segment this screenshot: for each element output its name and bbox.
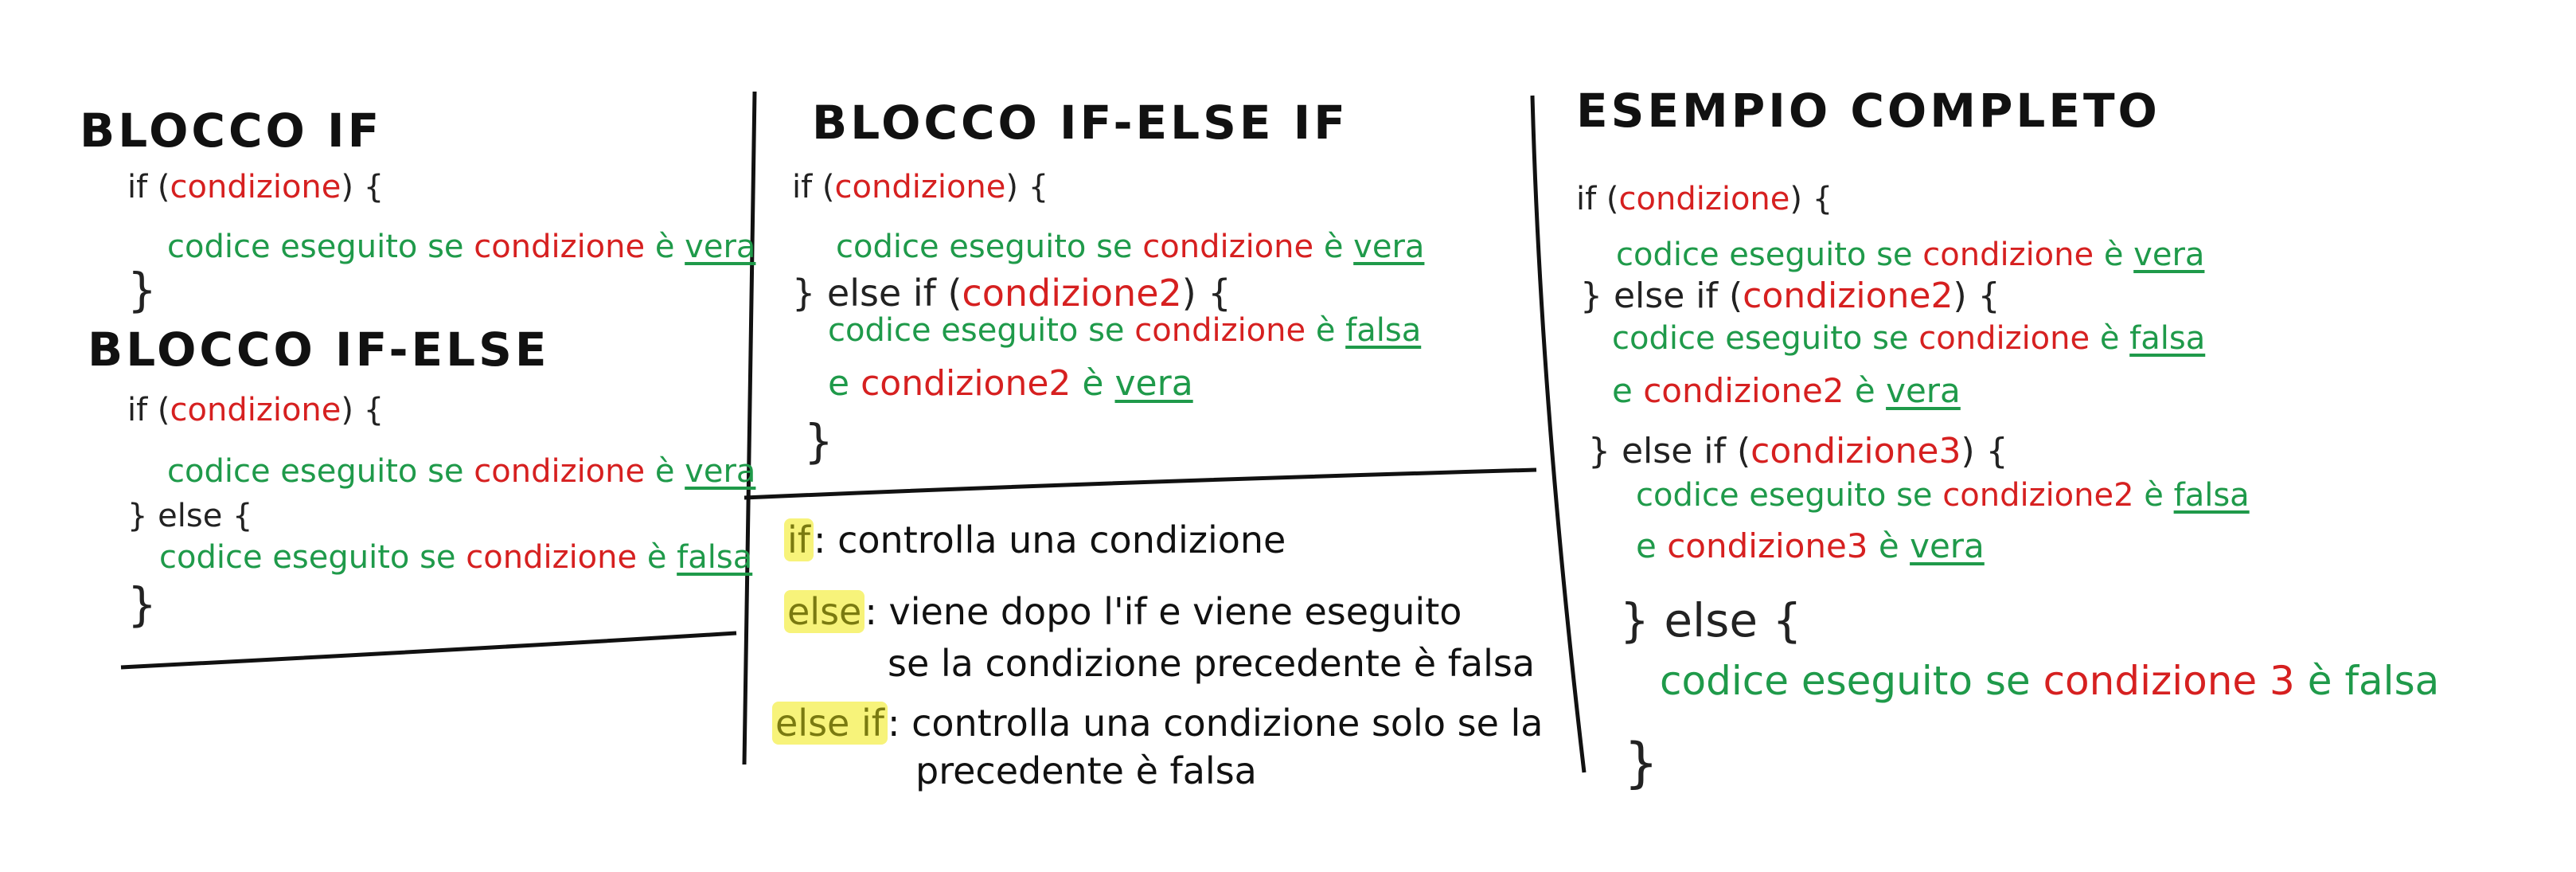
condition: condizione	[170, 169, 342, 205]
code-line-else-if-1-p3: } else if (condizione2) {	[1580, 276, 2000, 316]
if-keyword: if (	[127, 169, 170, 205]
code-body-falsa: codice eseguito se condizione è falsa	[159, 539, 753, 576]
code-line-else-if-p2: } else if (condizione2) {	[792, 272, 1231, 315]
paren-brace: ) {	[341, 169, 384, 205]
code-line-if: if (condizione) {	[127, 171, 384, 203]
code-body-and-cond3-p3: e condizione3 è vera	[1636, 526, 1985, 565]
legend-else-if-desc-2: precedente è falsa	[915, 749, 1257, 792]
legend-else-if-desc-1: : controlla una condizione solo se la	[887, 702, 1544, 745]
legend-else-desc-1: : viene dopo l'if e viene eseguito	[865, 590, 1462, 633]
code-line-else-if-2-p3: } else if (condizione3) {	[1588, 431, 2008, 471]
legend-else-if-label: else if	[772, 702, 888, 745]
close-brace-2: }	[127, 577, 157, 632]
title-esempio-completo: ESEMPIO COMPLETO	[1576, 84, 2160, 138]
code-body-and-p2: e condizione2 è vera	[828, 363, 1193, 404]
code-body-vera: codice eseguito se condizione è vera	[167, 229, 756, 265]
else-line: } else {	[127, 498, 253, 534]
code-line-if-2: if (condizione) {	[127, 392, 384, 428]
divider-left-bottom	[120, 631, 737, 670]
code-line-else-p3: } else {	[1620, 593, 1802, 647]
divider-left-vertical	[742, 91, 757, 765]
close-brace-p2: }	[804, 414, 833, 468]
title-blocco-if: BLOCCO IF	[80, 104, 383, 158]
code-body-vera-p2: codice eseguito se condizione è vera	[836, 229, 1425, 265]
code-line-if-p3: if (condizione) {	[1576, 181, 1833, 217]
close-brace: }	[127, 263, 157, 317]
legend-if-label: if	[784, 518, 814, 561]
code-body-vera-2: codice eseguito se condizione è vera	[167, 453, 756, 490]
code-body-final-p3: codice eseguito se condizione 3 è falsa	[1660, 658, 2440, 704]
legend-else: else: viene dopo l'if e viene eseguito	[784, 590, 1462, 633]
divider-middle-horizontal	[744, 467, 1537, 500]
legend-else-if: else if: controlla una condizione solo s…	[772, 702, 1543, 745]
code-body-falsa-p2: codice eseguito se condizione è falsa	[828, 312, 1422, 349]
code-body-and-cond2-p3: e condizione2 è vera	[1612, 371, 1961, 410]
code-line-if-p2: if (condizione) {	[792, 169, 1049, 205]
title-blocco-if-else: BLOCCO IF-ELSE	[88, 323, 550, 377]
legend-if-desc: : controlla una condizione	[813, 518, 1286, 561]
close-brace-p3: }	[1624, 732, 1659, 795]
code-body-falsa-2-p3: codice eseguito se condizione2 è falsa	[1636, 477, 2250, 514]
legend-else-label: else	[784, 590, 865, 633]
legend-if: if: controlla una condizione	[784, 518, 1286, 561]
divider-right-vertical	[1530, 95, 1587, 773]
legend-else-desc-2: se la condizione precedente è falsa	[888, 642, 1536, 685]
title-blocco-if-else-if: BLOCCO IF-ELSE IF	[812, 96, 1348, 150]
code-body-vera-p3: codice eseguito se condizione è vera	[1616, 237, 2205, 273]
code-body-falsa-p3: codice eseguito se condizione è falsa	[1612, 320, 2206, 357]
